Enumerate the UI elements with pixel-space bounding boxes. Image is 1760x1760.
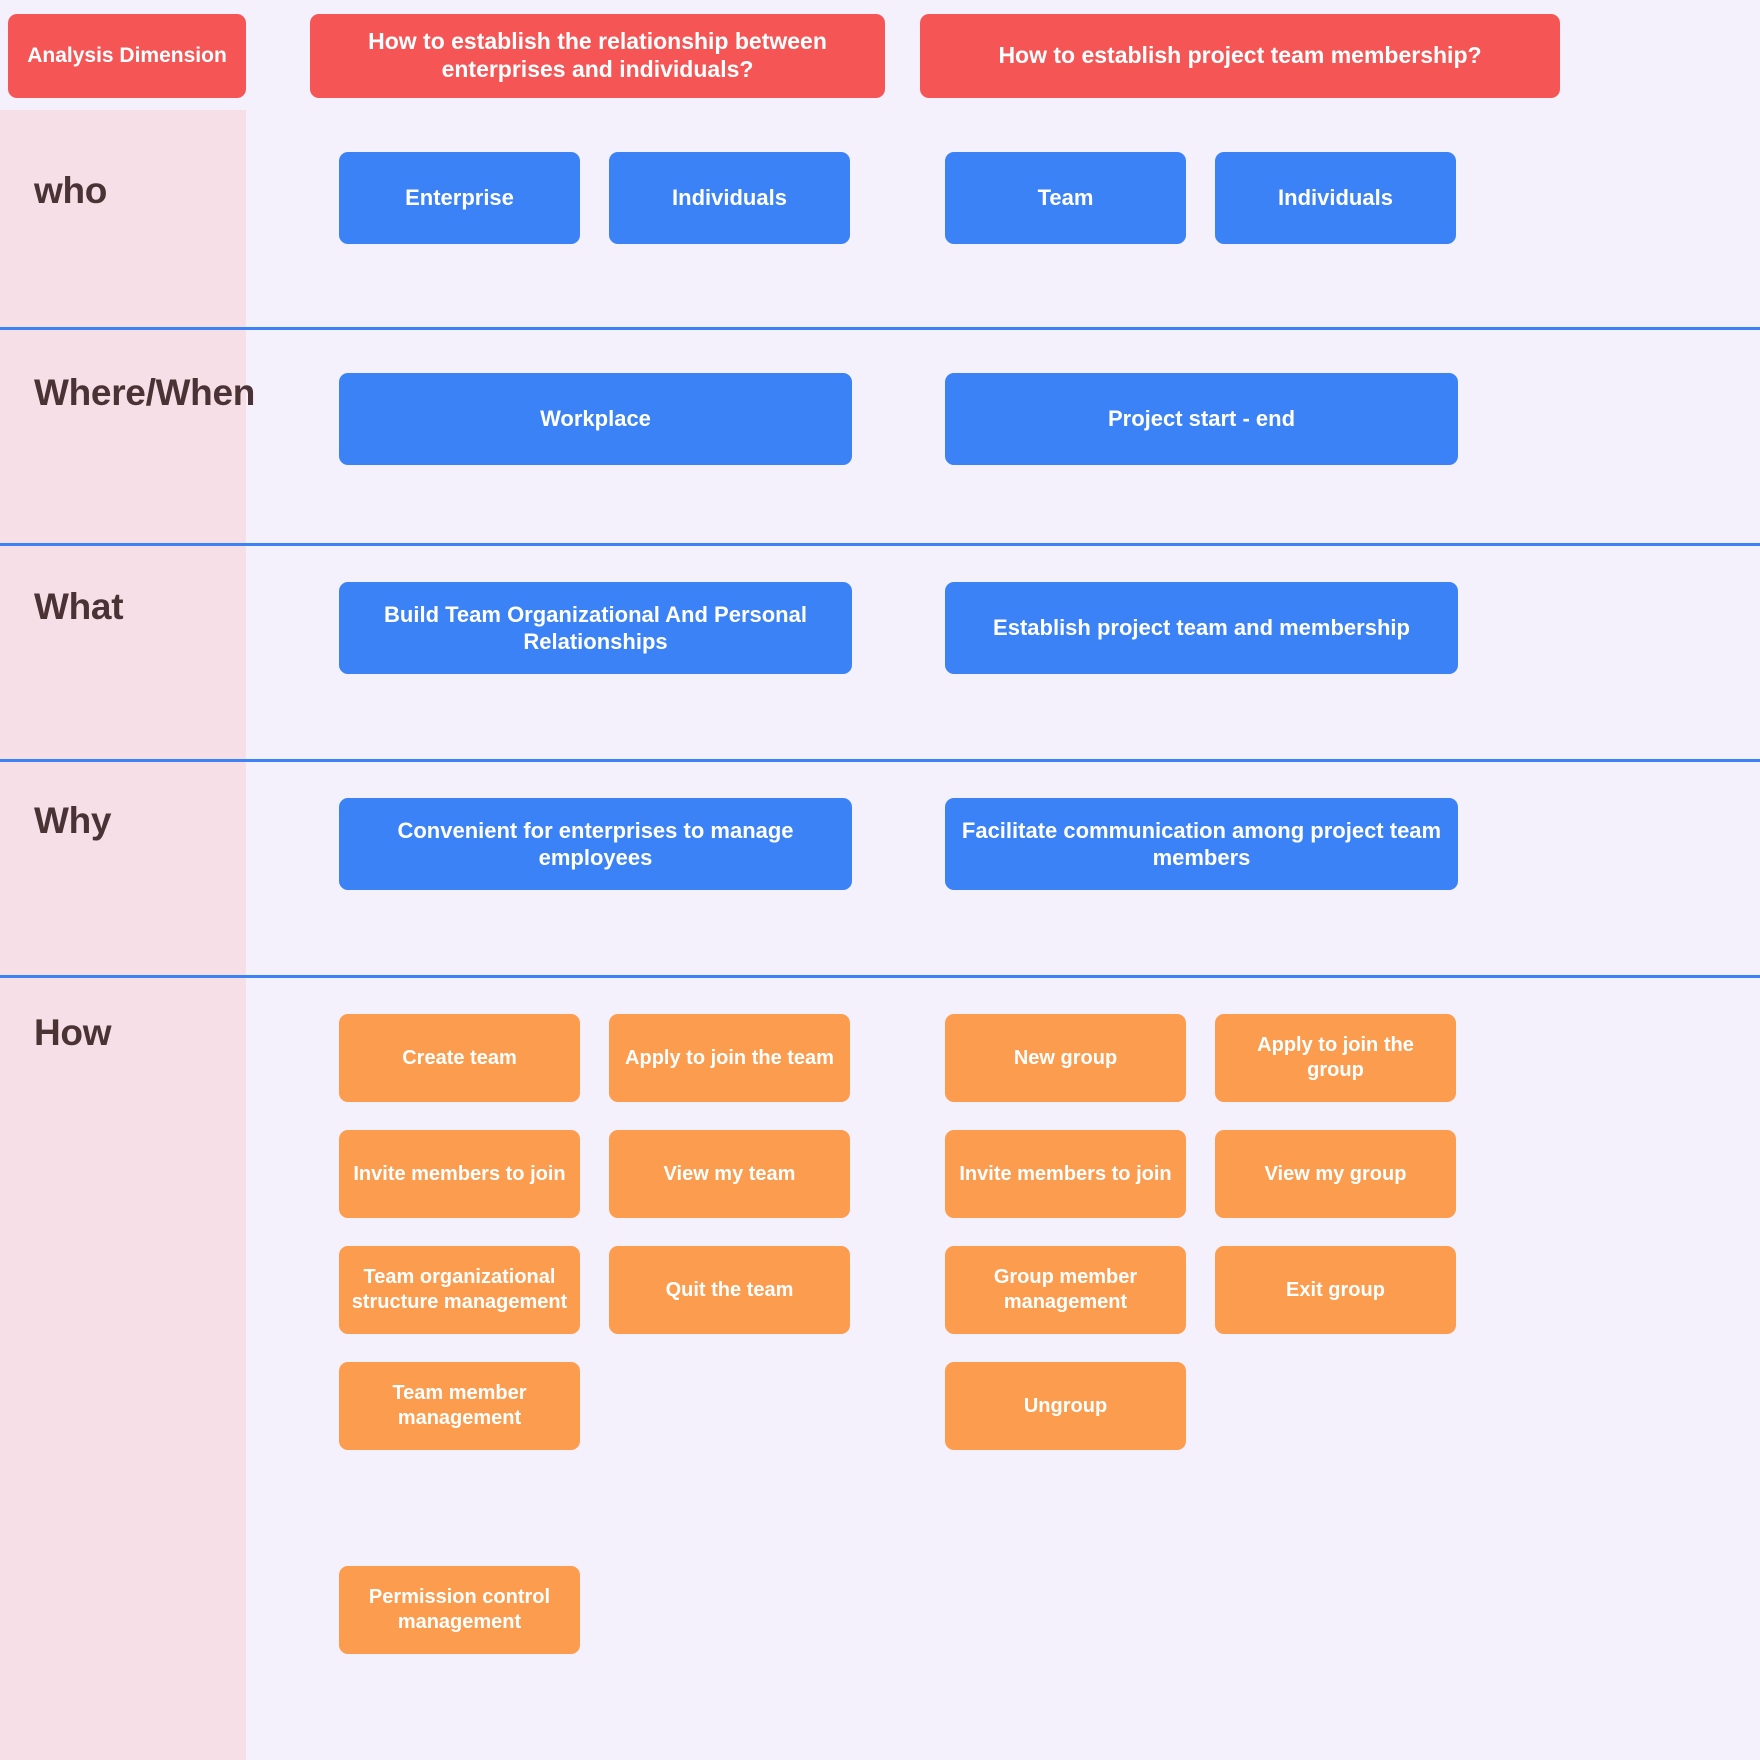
card-enterprise[interactable]: Enterprise	[339, 152, 580, 244]
how-column-2: New group Apply to join the group Invite…	[945, 1014, 1475, 1450]
row-separator-4	[0, 975, 1760, 978]
row-separator-2	[0, 543, 1760, 546]
card-team[interactable]: Team	[945, 152, 1186, 244]
who-column-1: Enterprise Individuals	[339, 152, 869, 244]
row-label-what: What	[34, 586, 124, 627]
where-when-column-1: Workplace	[339, 373, 869, 465]
row-what: What Build Team Organizational And Perso…	[0, 546, 1760, 759]
card-view-my-team[interactable]: View my team	[609, 1130, 850, 1218]
card-facilitate-communication[interactable]: Facilitate communication among project t…	[945, 798, 1458, 890]
row-label-why: Why	[34, 800, 112, 841]
row-separator-3	[0, 759, 1760, 762]
card-apply-join-team[interactable]: Apply to join the team	[609, 1014, 850, 1102]
header-question-enterprise-individual[interactable]: How to establish the relationship betwee…	[310, 14, 885, 98]
row-label-who: who	[34, 170, 108, 211]
card-invite-members-group[interactable]: Invite members to join	[945, 1130, 1186, 1218]
row-label-how: How	[34, 1012, 112, 1053]
header-row: Analysis Dimension How to establish the …	[0, 0, 1760, 110]
card-apply-join-group[interactable]: Apply to join the group	[1215, 1014, 1456, 1102]
card-establish-project-team[interactable]: Establish project team and membership	[945, 582, 1458, 674]
row-separator-1	[0, 327, 1760, 330]
header-question-project-team-membership[interactable]: How to establish project team membership…	[920, 14, 1560, 98]
card-workplace[interactable]: Workplace	[339, 373, 852, 465]
card-ungroup[interactable]: Ungroup	[945, 1362, 1186, 1450]
what-column-1: Build Team Organizational And Personal R…	[339, 582, 869, 674]
row-who-cells: Enterprise Individuals Team Individuals	[0, 110, 1760, 328]
card-convenient-manage-employees[interactable]: Convenient for enterprises to manage emp…	[339, 798, 852, 890]
card-create-team[interactable]: Create team	[339, 1014, 580, 1102]
card-quit-the-team[interactable]: Quit the team	[609, 1246, 850, 1334]
who-column-2: Team Individuals	[945, 152, 1475, 244]
row-how: How Create team Apply to join the team I…	[0, 978, 1760, 1760]
card-view-my-group[interactable]: View my group	[1215, 1130, 1456, 1218]
card-team-member-mgmt[interactable]: Team member management	[339, 1362, 580, 1450]
how-column-1: Create team Apply to join the team Invit…	[339, 1014, 869, 1654]
row-how-cells: Create team Apply to join the team Invit…	[0, 978, 1760, 1760]
row-what-cells: Build Team Organizational And Personal R…	[0, 546, 1760, 759]
how-column-1-spacer	[339, 1478, 580, 1566]
card-individuals-1[interactable]: Individuals	[609, 152, 850, 244]
row-why: Why Convenient for enterprises to manage…	[0, 762, 1760, 975]
why-column-1: Convenient for enterprises to manage emp…	[339, 798, 869, 890]
where-when-column-2: Project start - end	[945, 373, 1475, 465]
why-column-2: Facilitate communication among project t…	[945, 798, 1475, 890]
header-analysis-dimension[interactable]: Analysis Dimension	[8, 14, 246, 98]
card-permission-control-mgmt[interactable]: Permission control management	[339, 1566, 580, 1654]
card-individuals-2[interactable]: Individuals	[1215, 152, 1456, 244]
dimension-column-background	[0, 110, 246, 1760]
card-invite-members-team[interactable]: Invite members to join	[339, 1130, 580, 1218]
card-project-start-end[interactable]: Project start - end	[945, 373, 1458, 465]
card-exit-group[interactable]: Exit group	[1215, 1246, 1456, 1334]
what-column-2: Establish project team and membership	[945, 582, 1475, 674]
row-where-when-cells: Workplace Project start - end	[0, 330, 1760, 545]
row-label-where-when: Where/When	[34, 372, 256, 413]
row-who: who Enterprise Individuals Team Individu…	[0, 110, 1760, 328]
row-why-cells: Convenient for enterprises to manage emp…	[0, 762, 1760, 975]
card-build-team-relationships[interactable]: Build Team Organizational And Personal R…	[339, 582, 852, 674]
card-team-org-structure-mgmt[interactable]: Team organizational structure management	[339, 1246, 580, 1334]
card-new-group[interactable]: New group	[945, 1014, 1186, 1102]
card-group-member-mgmt[interactable]: Group member management	[945, 1246, 1186, 1334]
row-where-when: Where/When Workplace Project start - end	[0, 330, 1760, 545]
